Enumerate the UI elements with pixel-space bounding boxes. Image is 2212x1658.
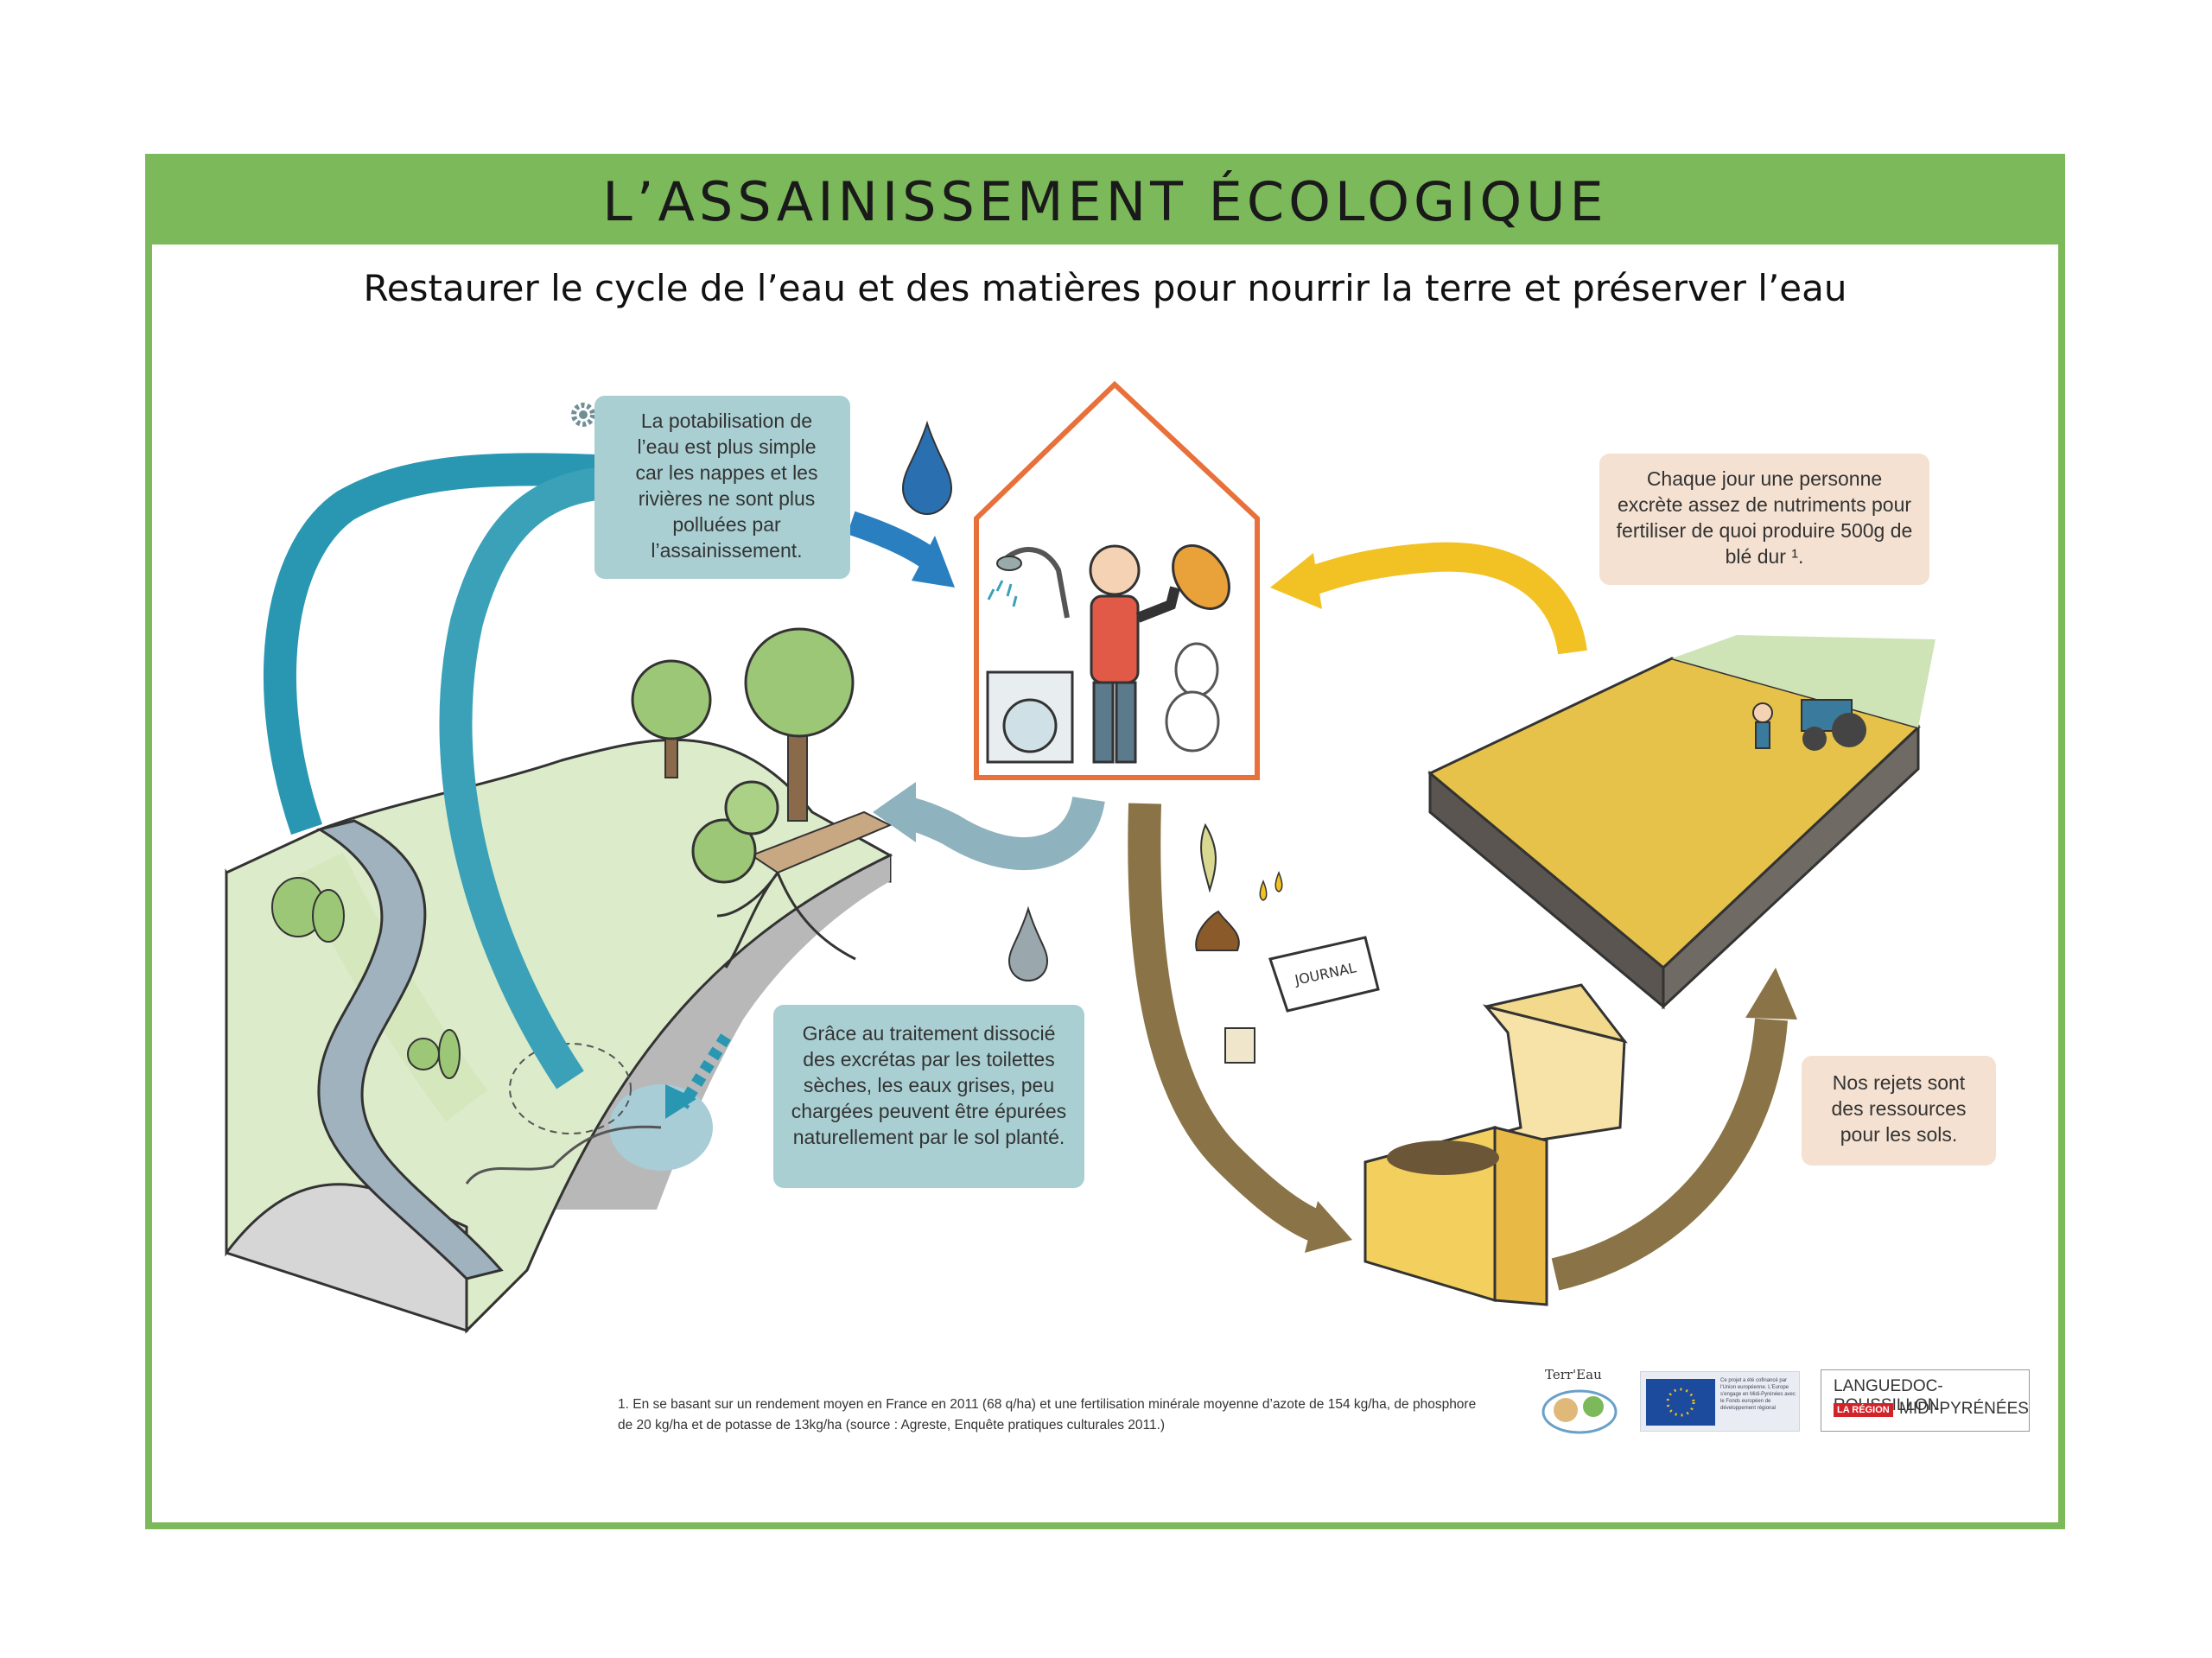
brown-arrow-to-compost [1128,803,1797,1291]
page-subtitle: Restaurer le cycle de l’eau et des matiè… [363,267,1847,309]
terreau-label: Terr'Eau [1545,1367,1602,1382]
region-badge: LA RÉGION [1834,1403,1893,1417]
compost-bin-icon [1363,983,1628,1306]
eu-flag-icon [1646,1379,1715,1426]
toilet-icon [1165,642,1220,753]
person-icon [1089,544,1180,764]
callout-nutriments: Chaque jour une personne excrète assez d… [1599,454,1929,585]
tree-icon [271,627,855,1079]
callout-ressources: Nos rejets sont des ressources pour les … [1802,1056,1996,1166]
eu-logo: Ce projet a été cofinancé par l'Union eu… [1640,1371,1800,1432]
water-drop-icon [901,420,1049,982]
gear-icon [571,403,595,427]
eu-text: Ce projet a été cofinancé par l'Union eu… [1720,1378,1796,1411]
tea-bag-icon [1224,1027,1255,1064]
wheat-field [1427,635,1936,1010]
shower-icon [987,547,1070,619]
teal-water-arrows [263,453,955,1119]
grey-water-arrow [873,782,1105,871]
newspaper-icon: JOURNAL [1268,936,1380,1013]
page-title: L’ASSAINISSEMENT ÉCOLOGIQUE [602,170,1608,233]
landscape-block [225,738,893,1334]
footnote: 1. En se basant sur un rendement moyen e… [618,1397,1477,1432]
washing-machine-icon [986,670,1074,764]
yellow-arrow-to-house [1270,542,1587,655]
terreau-logo: Terr'Eau [1538,1367,1624,1436]
callout-potabilisation: La potabilisation de l’eau est plus simp… [594,396,850,579]
bread-icon [1172,544,1230,610]
poop-icon [1195,871,1283,951]
tractor-icon [1801,699,1866,751]
callout-traitement: Grâce au traitement dissocié des excréta… [773,1005,1084,1188]
title-bar: L’ASSAINISSEMENT ÉCOLOGIQUE [152,161,2058,245]
region-name-bottom: MIDI-PYRÉNÉES [1899,1400,2029,1418]
apple-core-icon [1200,823,1217,893]
house [974,380,1260,780]
region-logo: LANGUEDOC-ROUSSILLON LA RÉGION MIDI-PYRÉ… [1821,1369,2030,1432]
